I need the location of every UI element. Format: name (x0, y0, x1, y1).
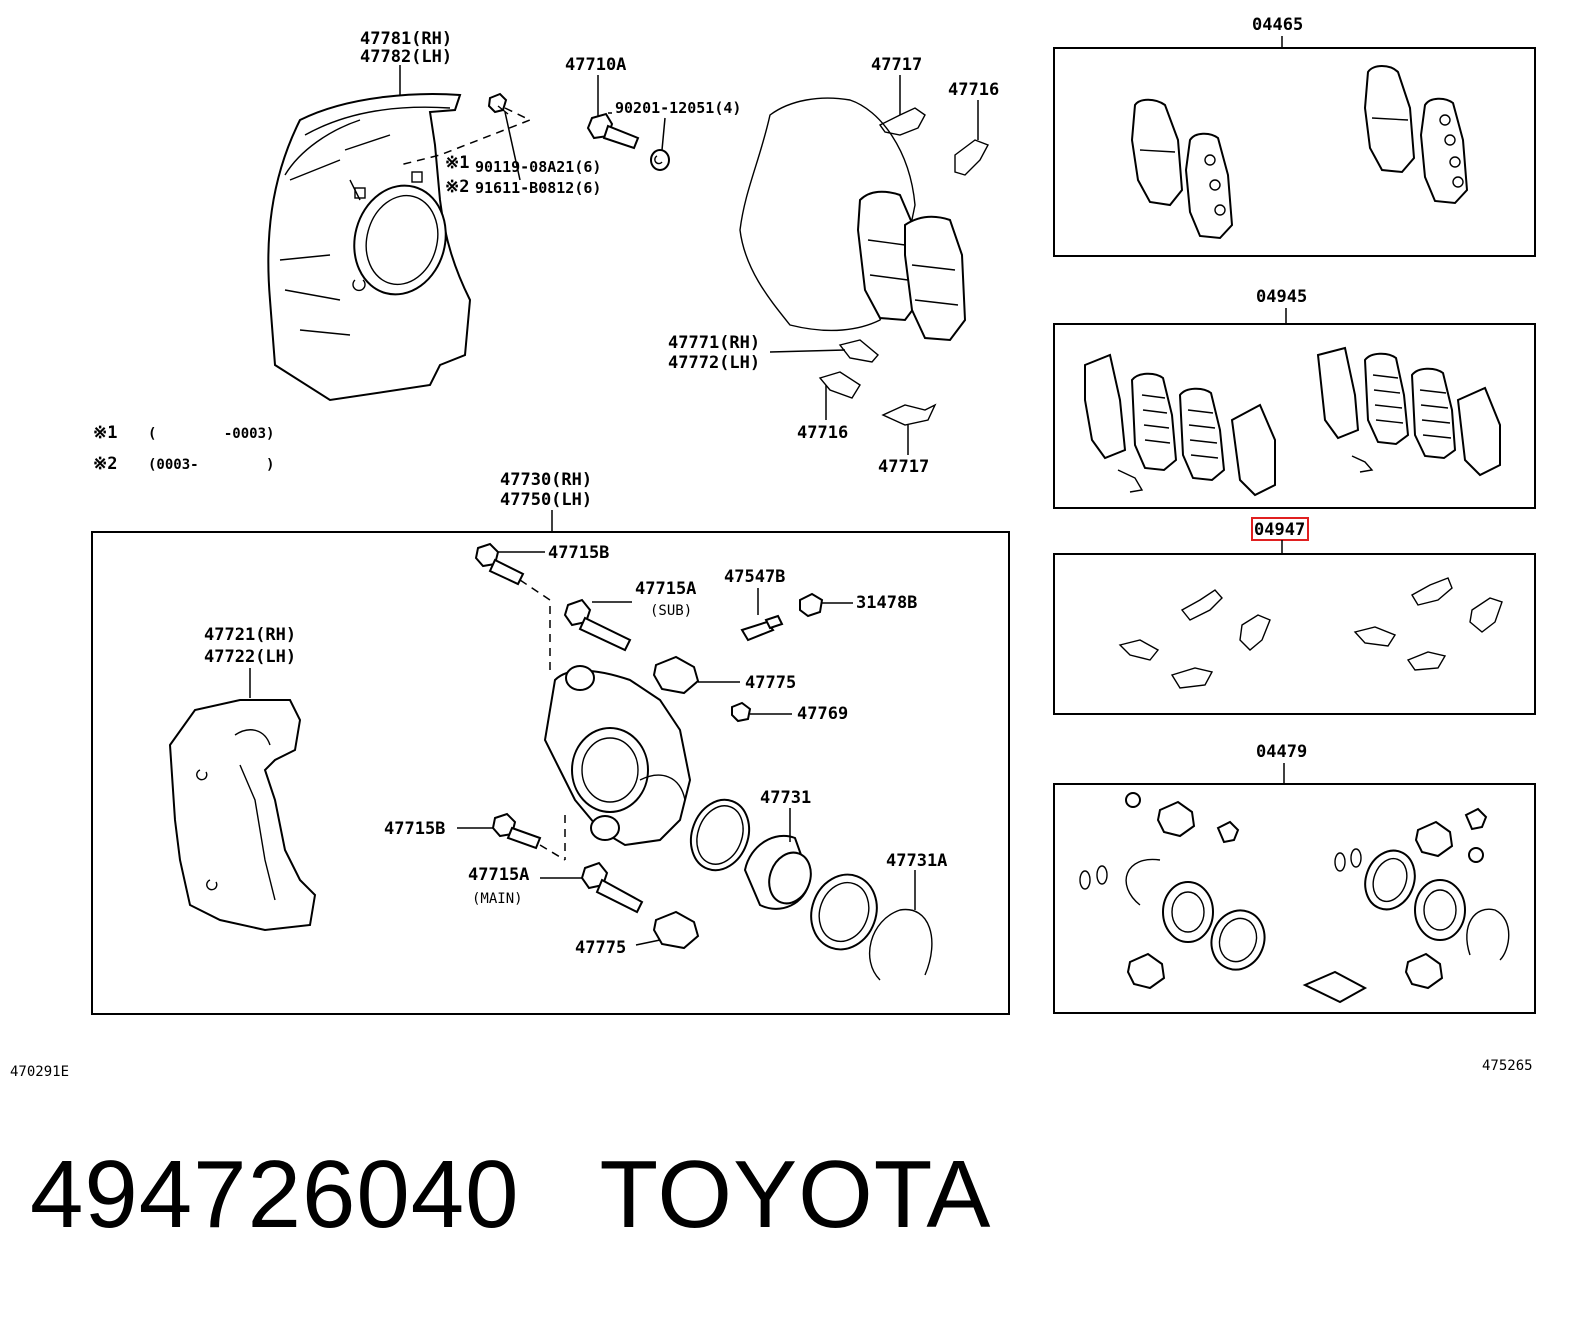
brand-name: TOYOTA (599, 1141, 992, 1248)
bleeder-47547b (740, 614, 784, 642)
note2-legend-mark: ※2 (93, 454, 117, 474)
dust-shield (267, 93, 472, 402)
label-clip-47717-top: 47717 (871, 55, 922, 75)
label-note2-part: 91611-B0812(6) (475, 179, 601, 197)
label-bolt-47710a: 47710A (565, 55, 626, 75)
clip-47717-bottom (881, 403, 937, 426)
pad-set-right (1363, 65, 1469, 205)
label-caliper-rh: 47730(RH) (500, 470, 592, 490)
code-left: 470291E (10, 1064, 69, 1080)
part-number: 494726040 (30, 1141, 520, 1248)
kit-box-04947 (1053, 553, 1536, 715)
seal-ring-47731a (868, 908, 933, 981)
pin-47715a-sub (563, 598, 632, 652)
piston-seal (689, 798, 751, 872)
kit-box-04479 (1053, 783, 1536, 1014)
pin-47715a-main (580, 861, 644, 914)
shim-set-left (1084, 353, 1276, 497)
label-clip-47716-top: 47716 (948, 80, 999, 100)
label-bolt-47715b-top: 47715B (548, 543, 609, 563)
label-shield-rh: 47781(RH) (360, 29, 452, 49)
seal-set-right (1302, 807, 1510, 1004)
caliper-outline-sketch (739, 97, 916, 332)
kit-box-04465 (1053, 47, 1536, 257)
label-plug-47769: 47769 (797, 704, 848, 724)
clip-47717-top (878, 107, 926, 136)
note-list: ※1 ( -0003) ※2 (0003- ) (93, 423, 274, 474)
note1-range: ( -0003) (148, 426, 274, 442)
clip-set-left (1118, 589, 1271, 689)
note2-range: (0003- ) (148, 457, 274, 473)
label-pin-47715a-main: 47715A (468, 865, 529, 885)
label-clip-47716-bottom: 47716 (797, 423, 848, 443)
label-bleeder-47547b: 47547B (724, 567, 785, 587)
shield-bolt (487, 92, 509, 115)
label-clip-47717-bottom: 47717 (878, 457, 929, 477)
brake-pad-outer (904, 215, 967, 342)
label-note1-part: 90119-08A21(6) (475, 158, 601, 176)
label-main: (MAIN) (472, 891, 523, 907)
label-washer: 90201-12051(4) (615, 99, 741, 117)
label-boot-47775-top: 47775 (745, 673, 796, 693)
label-bracket-rh: 47721(RH) (204, 625, 296, 645)
label-spring-rh: 47771(RH) (668, 333, 760, 353)
note1-legend-mark: ※1 (93, 423, 117, 443)
label-sub: (SUB) (650, 603, 692, 619)
label-kit-04479: 04479 (1256, 742, 1307, 762)
pad-set-left (1130, 98, 1234, 240)
kit-box-04945 (1053, 323, 1536, 509)
code-right: 475265 (1482, 1058, 1533, 1074)
part-number-banner: 494726040 TOYOTA (30, 1140, 991, 1250)
highlight-04947 (1251, 517, 1309, 541)
plug-47769 (731, 701, 752, 723)
label-pin-47715a-sub: 47715A (635, 579, 696, 599)
note2-mark: ※2 (445, 177, 469, 197)
note1-mark: ※1 (445, 153, 469, 173)
cap-31478b (799, 592, 824, 618)
label-kit-04947: 04947 (1254, 520, 1305, 540)
clip-47716-bottom (818, 371, 861, 399)
label-shield-lh: 47782(LH) (360, 47, 452, 67)
label-bracket-lh: 47722(LH) (204, 647, 296, 667)
bolt-47715b-bottom (491, 812, 542, 850)
clip-set-right (1353, 577, 1503, 671)
label-seal-ring-47731a: 47731A (886, 851, 947, 871)
brake-pad-inner (856, 190, 922, 322)
label-bolt-47715b-bottom: 47715B (384, 819, 445, 839)
caliper-body (543, 665, 692, 847)
label-spring-lh: 47772(LH) (668, 353, 760, 373)
caliper-assembly-box (91, 531, 1010, 1015)
bolt-47715b-top (474, 542, 525, 586)
label-piston-47731: 47731 (760, 788, 811, 808)
dust-boot-ring (810, 873, 878, 951)
piston-47731 (743, 834, 812, 910)
clip-47716-top (954, 139, 989, 176)
label-kit-04945: 04945 (1256, 287, 1307, 307)
shim-set-right (1316, 346, 1501, 477)
label-kit-04465: 04465 (1252, 15, 1303, 35)
label-boot-47775-bottom: 47775 (575, 938, 626, 958)
boot-47775-bottom (652, 910, 700, 950)
washer-90201 (650, 149, 670, 171)
spring-47771 (838, 339, 879, 363)
caliper-bracket (168, 699, 317, 932)
label-cap-31478b: 31478B (856, 593, 917, 613)
seal-set-left (1079, 792, 1266, 990)
boot-47775-top (652, 655, 700, 695)
bolt-47710a (586, 112, 640, 150)
label-caliper-lh: 47750(LH) (500, 490, 592, 510)
